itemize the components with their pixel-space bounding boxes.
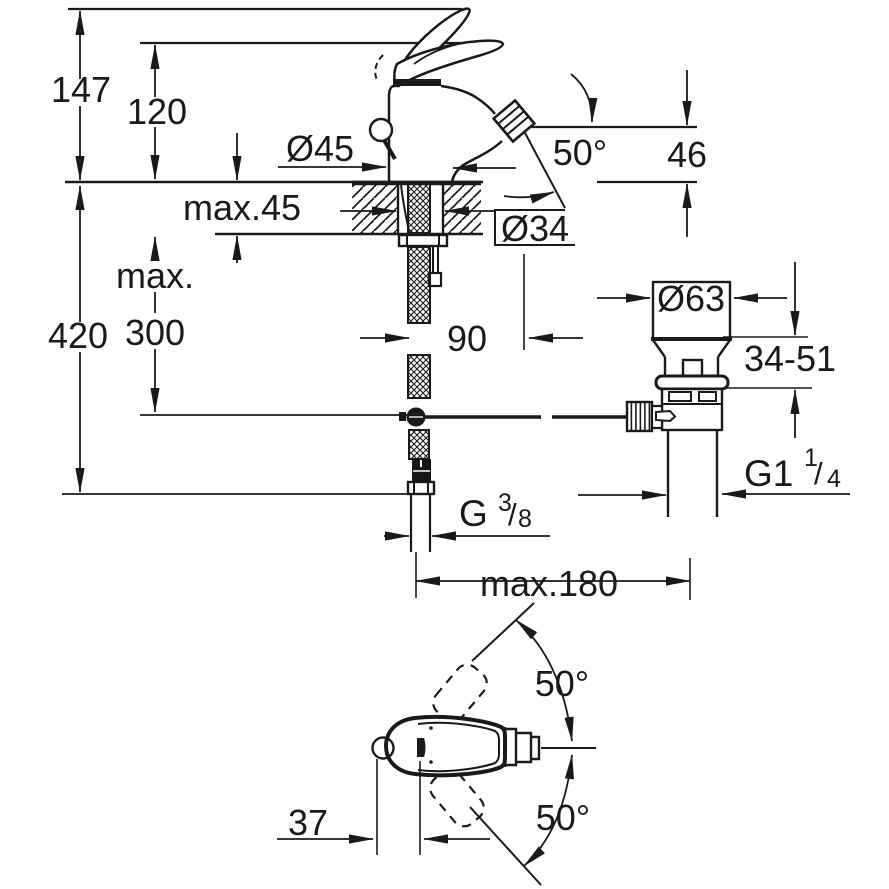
popup-knob [368,117,394,143]
dim-spout-height: 120 [127,91,187,132]
right-dimensions [578,262,850,500]
popup-knob-stem [382,138,397,161]
handle-top-view-labels: 50° 50° 37 [288,663,590,843]
right-dimension-labels: Ø63 34-51 G1 1 / 4 [657,278,841,494]
swing-upper-arc [515,619,574,742]
body-spout-bottom [450,140,503,183]
spray-axis-leader [523,130,566,209]
waste-thread-denominator: 4 [827,465,841,493]
dim-waste-flange-diameter: Ø63 [657,278,725,319]
swing-lower-arc [523,754,575,867]
spray-angle-arc-bottom [503,191,555,204]
left-dimensions [62,10,407,495]
body-left-edge [387,84,395,182]
handle-dot-top [429,726,433,730]
dim-waste-clamp-range: 34-51 [744,338,836,379]
dim-spray-offset: 46 [667,134,707,175]
dim-base-diameter: Ø45 [286,128,354,169]
handle-dashed-arc [374,54,384,81]
hose-segment-1 [407,183,431,234]
spray-nozzle [491,98,537,144]
waste-thread-prefix: G1 [744,453,793,494]
nozzle-ring-2 [502,111,524,130]
waste-thread-slash: / [814,456,823,491]
handle-detail-line [413,43,459,65]
dim-hose-max-value: 300 [125,312,185,353]
dim-hole-diameter: Ø34 [501,208,569,249]
dim-handle-swing-upper: 50° [535,663,589,704]
cartridge-band [393,79,441,86]
supply-thread-numerator: 3 [498,489,512,517]
waste-knurled-knob [625,400,654,433]
dim-hose-max-word: max. [116,255,194,296]
handle-end-rings [503,727,541,767]
rod-clamp-screw [655,409,677,423]
dim-under-height: 420 [48,315,108,356]
dim-handle-swing-lower: 50° [536,797,590,838]
supply-thread-nut [406,480,436,496]
hose-segment-4 [408,429,430,460]
handle-top-outline [383,714,507,778]
hose-segment-2 [407,246,431,324]
waste-slot-2 [698,391,717,402]
left-dimension-labels: 147 120 max.45 max. 300 420 [48,69,301,356]
dim-spray-angle: 50° [553,132,607,173]
dim-hose-offset: 90 [447,318,487,359]
supply-thread-label: G 3 / 8 [459,489,532,534]
dim-handle-offset: 37 [288,802,328,843]
waste-thread-numerator: 1 [804,444,818,472]
dim-deck-thickness: max.45 [183,187,301,228]
handle-top-view [277,602,596,886]
waste-taper-right [717,339,731,358]
waste-slot-1 [668,391,692,402]
swing-upper-axis [471,602,535,662]
nozzle-ring-3 [507,116,529,135]
swing-lower-axis [469,806,542,886]
nozzle-ring-1 [498,105,520,124]
middle-dimension-labels: Ø45 50° 46 Ø34 90 max.180 G 3 / 8 [286,128,707,604]
supply-thread-slash: / [508,497,517,532]
waste-taper-left [652,339,666,358]
waste-thread-label: G1 1 / 4 [744,444,841,494]
dim-rod-reach: max.180 [480,563,618,604]
handle-swing-upper-outline [432,663,488,723]
d34-callout-box [494,209,575,246]
supply-thread-denominator: 8 [518,505,532,533]
dim-total-height: 147 [51,69,111,110]
popup-waste-assembly [625,280,732,517]
handle-top-inner-line [417,721,500,773]
handle-dot-bottom [429,760,433,764]
waste-flange [651,280,732,341]
supply-thread-prefix: G [459,493,488,534]
hose-segment-3 [407,354,431,399]
hatch-right [443,184,481,233]
handle-pivot-mark [417,738,426,757]
spray-angle-arc-top [570,73,598,123]
waste-washer [654,374,730,391]
supply-hose-assembly [399,183,627,552]
middle-dimensions [278,70,692,600]
rod-clamp [399,412,406,421]
body-spout-top [440,84,496,115]
spray-outlet-top-view [371,736,395,760]
hatch-left [352,184,398,233]
handle-swing-lower-outline [429,768,485,828]
